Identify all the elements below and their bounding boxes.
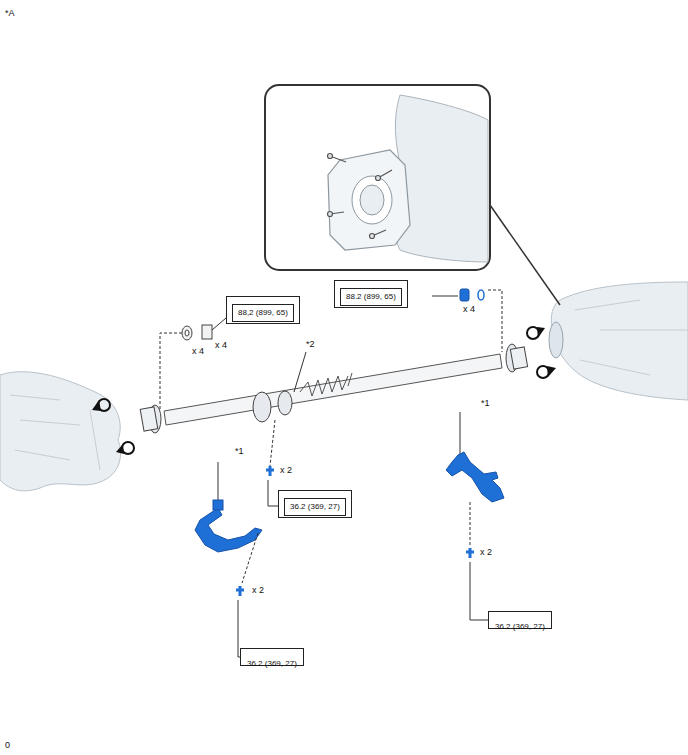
torque-box: 36.2 (369, 27) bbox=[278, 490, 352, 518]
install-guide bbox=[160, 333, 182, 410]
bolt bbox=[266, 466, 274, 476]
front-joint bbox=[140, 407, 158, 431]
torque-box: 36.2 (369, 27) bbox=[240, 648, 304, 666]
torque-value: 36.2 (369, 27) bbox=[495, 622, 545, 632]
torque-value: 36.2 (369, 27) bbox=[247, 659, 297, 669]
rear-joint bbox=[510, 347, 527, 369]
shaft-boot bbox=[300, 376, 348, 396]
inset-flange-hole bbox=[352, 176, 392, 224]
torque-box: 88,2 (899, 65) bbox=[226, 296, 300, 324]
inset-flange-hub bbox=[360, 185, 384, 215]
leader-line bbox=[218, 462, 219, 505]
inset-frame bbox=[265, 85, 490, 270]
torque-value: 88.2 (899, 65) bbox=[340, 288, 402, 306]
dynamic-damper-strap bbox=[195, 508, 262, 552]
differential-detail bbox=[575, 300, 688, 375]
label: x 2 bbox=[480, 547, 492, 558]
callout-number: *1 bbox=[235, 446, 244, 457]
transmission bbox=[0, 372, 121, 491]
label: x 2 bbox=[280, 465, 292, 476]
shaft-seam bbox=[348, 373, 352, 386]
label: x 4 bbox=[192, 346, 204, 357]
nut bbox=[460, 289, 469, 301]
label: x 2 bbox=[252, 585, 264, 596]
leader-line bbox=[460, 412, 461, 455]
label: 0 bbox=[5, 740, 10, 751]
torque-box: 88.2 (899, 65) bbox=[334, 280, 408, 308]
rotation-marks bbox=[98, 327, 549, 454]
callout-number: *1 bbox=[481, 398, 490, 409]
washer bbox=[182, 326, 192, 340]
torque-value: 36.2 (369, 27) bbox=[284, 498, 346, 516]
torque-box: 36.2 (369, 27) bbox=[488, 611, 552, 629]
nut bbox=[202, 325, 212, 339]
install-guide bbox=[242, 533, 258, 583]
transmission-detail bbox=[10, 395, 100, 470]
center-bearing bbox=[253, 392, 271, 422]
install-guide bbox=[270, 420, 275, 466]
washer-hole bbox=[185, 330, 189, 336]
leader-line bbox=[470, 562, 488, 620]
bolt bbox=[466, 548, 474, 558]
inset-housing bbox=[394, 95, 488, 262]
inset-flange bbox=[328, 150, 410, 250]
dynamic-damper-strap bbox=[446, 452, 504, 502]
callout-number: *2 bbox=[306, 339, 315, 350]
leader-line bbox=[268, 480, 278, 506]
rotation-arrowheads bbox=[92, 327, 556, 454]
leader-line bbox=[432, 296, 458, 297]
leader-line bbox=[294, 352, 306, 392]
shaft-tube bbox=[164, 354, 502, 425]
label: x 4 bbox=[463, 304, 475, 315]
install-guide bbox=[488, 290, 502, 352]
differential-flange bbox=[549, 322, 563, 358]
install-guide bbox=[470, 502, 471, 546]
label: x 4 bbox=[215, 340, 227, 351]
differential bbox=[551, 282, 688, 400]
strap-bracket bbox=[213, 500, 223, 510]
callout-number: *A bbox=[5, 8, 15, 19]
center-joint bbox=[278, 391, 292, 415]
bolt bbox=[236, 586, 244, 596]
inset-studs bbox=[328, 154, 393, 239]
washer bbox=[478, 290, 484, 300]
leader-line bbox=[212, 318, 226, 330]
torque-value: 88,2 (899, 65) bbox=[232, 304, 294, 322]
